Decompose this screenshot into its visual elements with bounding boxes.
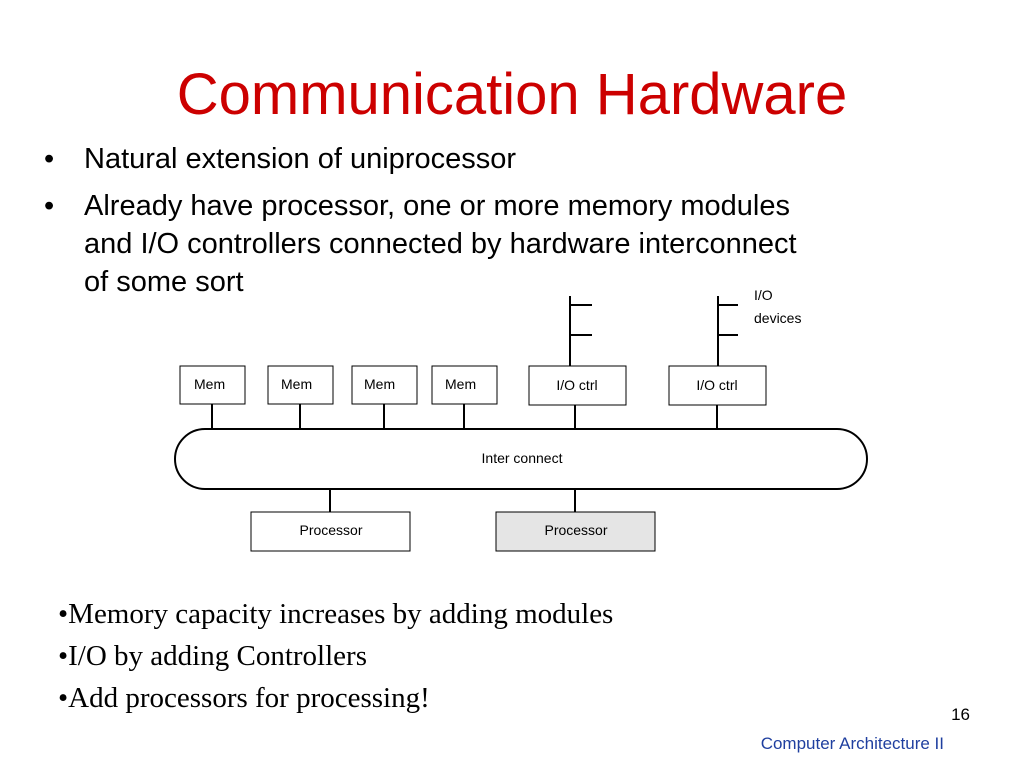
io-controller-label: I/O ctrl bbox=[556, 377, 597, 393]
memory-module: Mem bbox=[431, 365, 498, 405]
interconnect: Inter connect bbox=[174, 428, 868, 490]
memory-module: Mem bbox=[267, 365, 334, 405]
slide-title: Communication Hardware bbox=[176, 62, 848, 127]
interconnect-label: Inter connect bbox=[482, 450, 563, 466]
memory-module-box bbox=[431, 365, 498, 405]
io-controller-box bbox=[668, 365, 767, 406]
memory-module-box bbox=[179, 365, 246, 405]
bullet-list: • Natural extension of uniprocessor • Al… bbox=[44, 140, 797, 310]
summary-bullet: •Add processors for processing! bbox=[58, 682, 430, 714]
footer-text: Computer Architecture II bbox=[760, 734, 944, 753]
memory-module-box bbox=[267, 365, 334, 405]
bullet-item: • Natural extension of uniprocessor bbox=[44, 140, 797, 178]
bullet-text: of some sort bbox=[84, 266, 244, 298]
bullet-dot: • bbox=[44, 143, 55, 175]
summary-bullet: •I/O by adding Controllers bbox=[58, 640, 367, 672]
processor-box bbox=[250, 511, 411, 552]
processor: Processor bbox=[250, 511, 411, 552]
page-number: 16 bbox=[951, 705, 970, 724]
memory-module-box bbox=[351, 365, 418, 405]
io-device-stubs bbox=[569, 296, 738, 366]
io-controller-label: I/O ctrl bbox=[696, 377, 737, 393]
bullet-text: Natural extension of uniprocessor bbox=[84, 143, 517, 175]
memory-module: Mem bbox=[351, 365, 418, 405]
memory-module-label: Mem bbox=[194, 376, 225, 392]
summary-bullets: •Memory capacity increases by adding mod… bbox=[58, 593, 613, 719]
processor-box-highlighted bbox=[495, 511, 656, 552]
io-controller-box bbox=[528, 365, 627, 406]
processor-label: Processor bbox=[544, 522, 607, 538]
bullet-dot: • bbox=[44, 190, 55, 222]
bullet-text: Already have processor, one or more memo… bbox=[84, 190, 790, 222]
memory-module: Mem bbox=[179, 365, 246, 405]
bullet-text: and I/O controllers connected by hardwar… bbox=[84, 228, 797, 260]
module-connectors bbox=[211, 404, 718, 512]
io-devices-label-line2: devices bbox=[754, 310, 801, 326]
memory-module-label: Mem bbox=[281, 376, 312, 392]
interconnect-shape bbox=[174, 428, 868, 490]
processor-label: Processor bbox=[299, 522, 362, 538]
io-devices-label-line1: I/O bbox=[754, 287, 773, 303]
memory-module-label: Mem bbox=[445, 376, 476, 392]
summary-bullet: •Memory capacity increases by adding mod… bbox=[58, 598, 614, 630]
memory-module-label: Mem bbox=[364, 376, 395, 392]
io-controller: I/O ctrl bbox=[668, 365, 767, 406]
bullet-item: • Already have processor, one or more me… bbox=[44, 187, 797, 301]
processor: Processor bbox=[495, 511, 656, 552]
io-controller: I/O ctrl bbox=[528, 365, 627, 406]
